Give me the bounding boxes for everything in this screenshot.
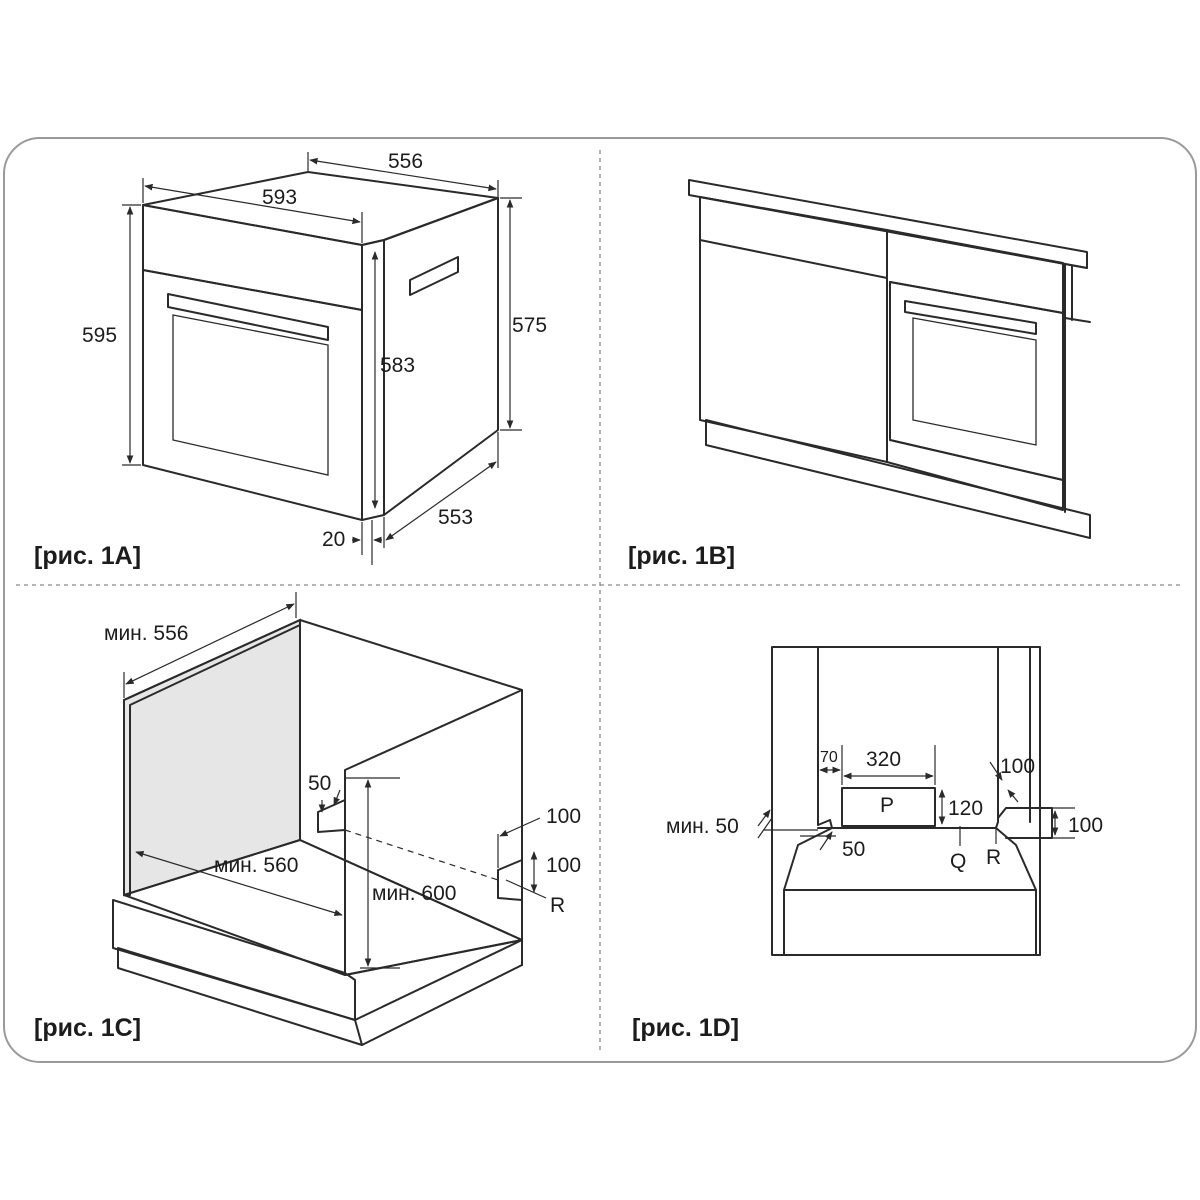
label-r: R [986, 846, 1001, 869]
niche-front-plank [112, 899, 356, 1021]
dim-575-label: 575 [512, 314, 547, 337]
dim-583-label: 583 [380, 354, 415, 377]
dim-min556-label: мин. 556 [104, 622, 188, 645]
dim-120-label: 120 [948, 797, 983, 820]
dim-min50-label: мин. 50 [666, 815, 739, 838]
dim-100-top-label-1d: 100 [1000, 755, 1035, 778]
oven-top [142, 171, 499, 246]
dim-556-label: 556 [388, 150, 423, 173]
oven-side [383, 197, 499, 516]
oven-housing [886, 229, 1064, 511]
oven-window [172, 314, 329, 476]
dim-320-label: 320 [866, 748, 901, 771]
dim-595-label: 595 [82, 324, 117, 347]
cutout-p [841, 787, 936, 827]
dim-553-label: 553 [438, 506, 473, 529]
dim-100-right-label: 100 [1068, 814, 1103, 837]
dim-20-label: 20 [322, 528, 345, 551]
caption-fig-1c: [рис. 1C] [34, 1014, 141, 1042]
dim-50-label: 50 [308, 772, 331, 795]
built-in-oven-window [912, 317, 1037, 446]
figure-1b-cabinet: [рис. 1B] [628, 179, 1091, 570]
figure-1c-niche: мин. 556 50 мин. 560 мин. 600 100 100 R … [34, 592, 581, 1046]
dim-70-label: 70 [820, 749, 838, 766]
oven-handle [167, 293, 329, 341]
oven-front-frame [361, 239, 385, 521]
niche-vent-cutout [497, 859, 523, 901]
cabinet-plinth [705, 419, 1091, 539]
figure-1a-oven: 556 593 595 575 583 553 20 [рис. 1A] [34, 150, 547, 570]
caption-fig-1b: [рис. 1B] [628, 542, 735, 570]
figure-1d-section: P 70 320 120 100 100 мин. 50 50 [632, 646, 1103, 1042]
dim-min600-label: мин. 600 [372, 882, 456, 905]
caption-fig-1a: [рис. 1A] [34, 542, 141, 570]
oven-side-vent [409, 256, 459, 296]
niche-right-wall [344, 689, 523, 976]
caption-fig-1d: [рис. 1D] [632, 1014, 739, 1042]
section-outline [771, 646, 1041, 956]
outer-frame [3, 137, 1197, 1063]
oven-door [142, 269, 363, 521]
dim-593-label: 593 [262, 186, 297, 209]
dim-100-side-label: 100 [546, 854, 581, 877]
dim-50-label-1d: 50 [842, 838, 865, 861]
dim-min560-label: мин. 560 [214, 854, 298, 877]
oven-control-panel [142, 204, 363, 311]
niche-plinth [117, 947, 363, 1046]
label-p: P [880, 794, 894, 817]
dim-100-top-label: 100 [546, 805, 581, 828]
built-in-oven-handle [904, 300, 1037, 335]
left-cabinet [699, 196, 888, 463]
dim-r-label: R [550, 894, 565, 917]
built-in-oven-door [889, 281, 1064, 481]
label-q: Q [950, 850, 966, 873]
